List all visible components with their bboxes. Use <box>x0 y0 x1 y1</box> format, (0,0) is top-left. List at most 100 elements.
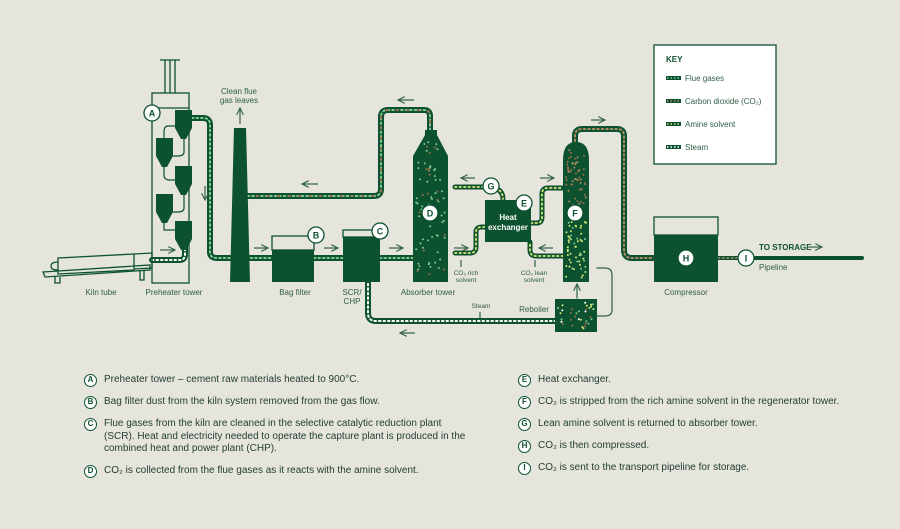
absorber-particle <box>441 190 443 193</box>
absorber-particle <box>426 145 428 148</box>
reboiler-particle <box>592 308 595 311</box>
regenerator-particle-amine <box>569 252 572 255</box>
legend-text-a: Preheater tower – cement raw materials h… <box>104 374 360 385</box>
regenerator-particle-co2 <box>574 197 577 200</box>
label-clean-flue-1: Clean flue <box>221 87 258 96</box>
svg-text:G: G <box>487 182 494 192</box>
legend-badge-b: B <box>84 396 97 409</box>
absorber-particle <box>425 168 428 171</box>
legend-text-f: CO₂ is stripped from the rich amine solv… <box>538 396 840 407</box>
absorber-particle <box>436 190 439 193</box>
regenerator-particle-co2 <box>578 188 581 191</box>
reboiler-particle <box>577 318 580 321</box>
legend-left: A Preheater tower – cement raw materials… <box>84 374 474 487</box>
regenerator-particle-amine <box>571 226 574 229</box>
regenerator-particle-amine <box>576 237 579 240</box>
legend-item-d: D CO₂ is collected from the flue gases a… <box>84 464 474 478</box>
reboiler-loop-line <box>596 267 613 317</box>
regenerator-particle-co2 <box>567 157 570 160</box>
absorber-particle <box>423 162 426 165</box>
pipe-steam <box>365 278 559 324</box>
reboiler-particle <box>561 309 564 312</box>
label-scr-1: SCR/ <box>342 288 362 297</box>
absorber-particle <box>427 169 430 172</box>
legend-badge-c: C <box>84 418 97 431</box>
regenerator-particle-amine <box>568 236 571 239</box>
reboiler-particle <box>585 308 588 311</box>
regenerator-particle-co2 <box>578 176 581 179</box>
label-co2-lean-2: solvent <box>524 277 545 284</box>
regenerator-particle-co2 <box>574 163 577 166</box>
badge-d: D <box>421 204 439 222</box>
regenerator-particle-co2 <box>576 156 579 159</box>
absorber-particle <box>417 167 420 170</box>
absorber-particle <box>440 214 443 217</box>
regenerator-particle-co2 <box>577 179 580 182</box>
regenerator-particle-amine <box>574 224 577 227</box>
key-item-co2: Carbon dioxide (CO₂) <box>666 97 762 106</box>
reboiler-particle <box>561 304 564 307</box>
absorber-particle <box>430 198 433 200</box>
reboiler-particle <box>574 315 576 318</box>
legend-badge-e: E <box>518 374 531 387</box>
diagram-labels: Kiln tube Preheater tower Clean flue gas… <box>85 87 812 314</box>
svg-text:Flue gases: Flue gases <box>685 74 724 83</box>
pipe-lean-solvent <box>527 239 566 259</box>
reboiler-particle <box>579 318 582 321</box>
legend-badge-h: H <box>518 440 531 453</box>
absorber-particle <box>415 248 418 251</box>
absorber-particle <box>417 268 420 271</box>
key-item-amine: Amine solvent <box>666 120 736 129</box>
regenerator-particle-co2 <box>566 163 569 166</box>
absorber-particle <box>434 192 437 195</box>
regenerator-particle-amine <box>581 274 584 277</box>
regenerator-particle-amine <box>580 276 583 279</box>
svg-text:Amine solvent: Amine solvent <box>685 120 736 129</box>
regenerator-particle-amine <box>580 267 582 270</box>
regenerator-particle-amine <box>569 261 572 264</box>
heat-exchanger-label-2: exchanger <box>488 223 528 232</box>
absorber-particle <box>416 269 419 272</box>
regenerator-particle-amine <box>566 254 569 256</box>
absorber-particle <box>442 197 445 200</box>
legend-text-g: Lean amine solvent is returned to absorb… <box>538 418 758 429</box>
reboiler-particle <box>584 322 587 325</box>
absorber-particle <box>418 265 421 268</box>
regenerator-particle-co2 <box>569 151 572 154</box>
reboiler-particle <box>590 303 593 306</box>
regenerator-particle-amine <box>576 260 579 263</box>
svg-text:H: H <box>683 254 690 264</box>
reboiler-particle <box>585 320 588 323</box>
regenerator-particle-co2 <box>569 155 572 158</box>
legend-text-d: CO₂ is collected from the flue gases as … <box>104 464 419 476</box>
label-to-storage: TO STORAGE <box>759 243 812 252</box>
legend-item-g: G Lean amine solvent is returned to abso… <box>518 418 888 431</box>
regenerator-particle-amine <box>579 226 582 229</box>
badge-e: E <box>515 194 533 212</box>
reboiler-particle <box>571 324 574 327</box>
absorber-particle <box>443 236 446 239</box>
absorber-particle <box>441 221 444 224</box>
scr-chp-unit <box>342 229 381 282</box>
label-compressor: Compressor <box>664 288 708 297</box>
legend-badge-i: I <box>518 462 531 475</box>
reboiler-particle <box>584 310 587 313</box>
regenerator-particle-amine <box>570 238 572 241</box>
legend-text-e: Heat exchanger. <box>538 374 611 385</box>
legend-item-i: I CO₂ is sent to the transport pipeline … <box>518 462 888 475</box>
regenerator-particle-amine <box>570 221 573 223</box>
absorber-particle <box>428 273 431 276</box>
regenerator-particle-co2 <box>565 183 568 186</box>
regenerator-particle-amine <box>582 257 585 260</box>
regenerator-particle-amine <box>580 232 583 235</box>
legend-badge-a: A <box>84 374 97 387</box>
regenerator-particle-amine <box>570 234 572 237</box>
reboiler <box>555 299 597 332</box>
reboiler-particle <box>577 310 580 313</box>
absorber-particle <box>436 251 439 254</box>
absorber-particle <box>439 178 442 181</box>
kiln-tube <box>42 252 153 284</box>
absorber-particle <box>435 143 438 146</box>
regenerator-particle-amine <box>565 265 568 267</box>
regenerator-particle-co2 <box>567 167 570 170</box>
